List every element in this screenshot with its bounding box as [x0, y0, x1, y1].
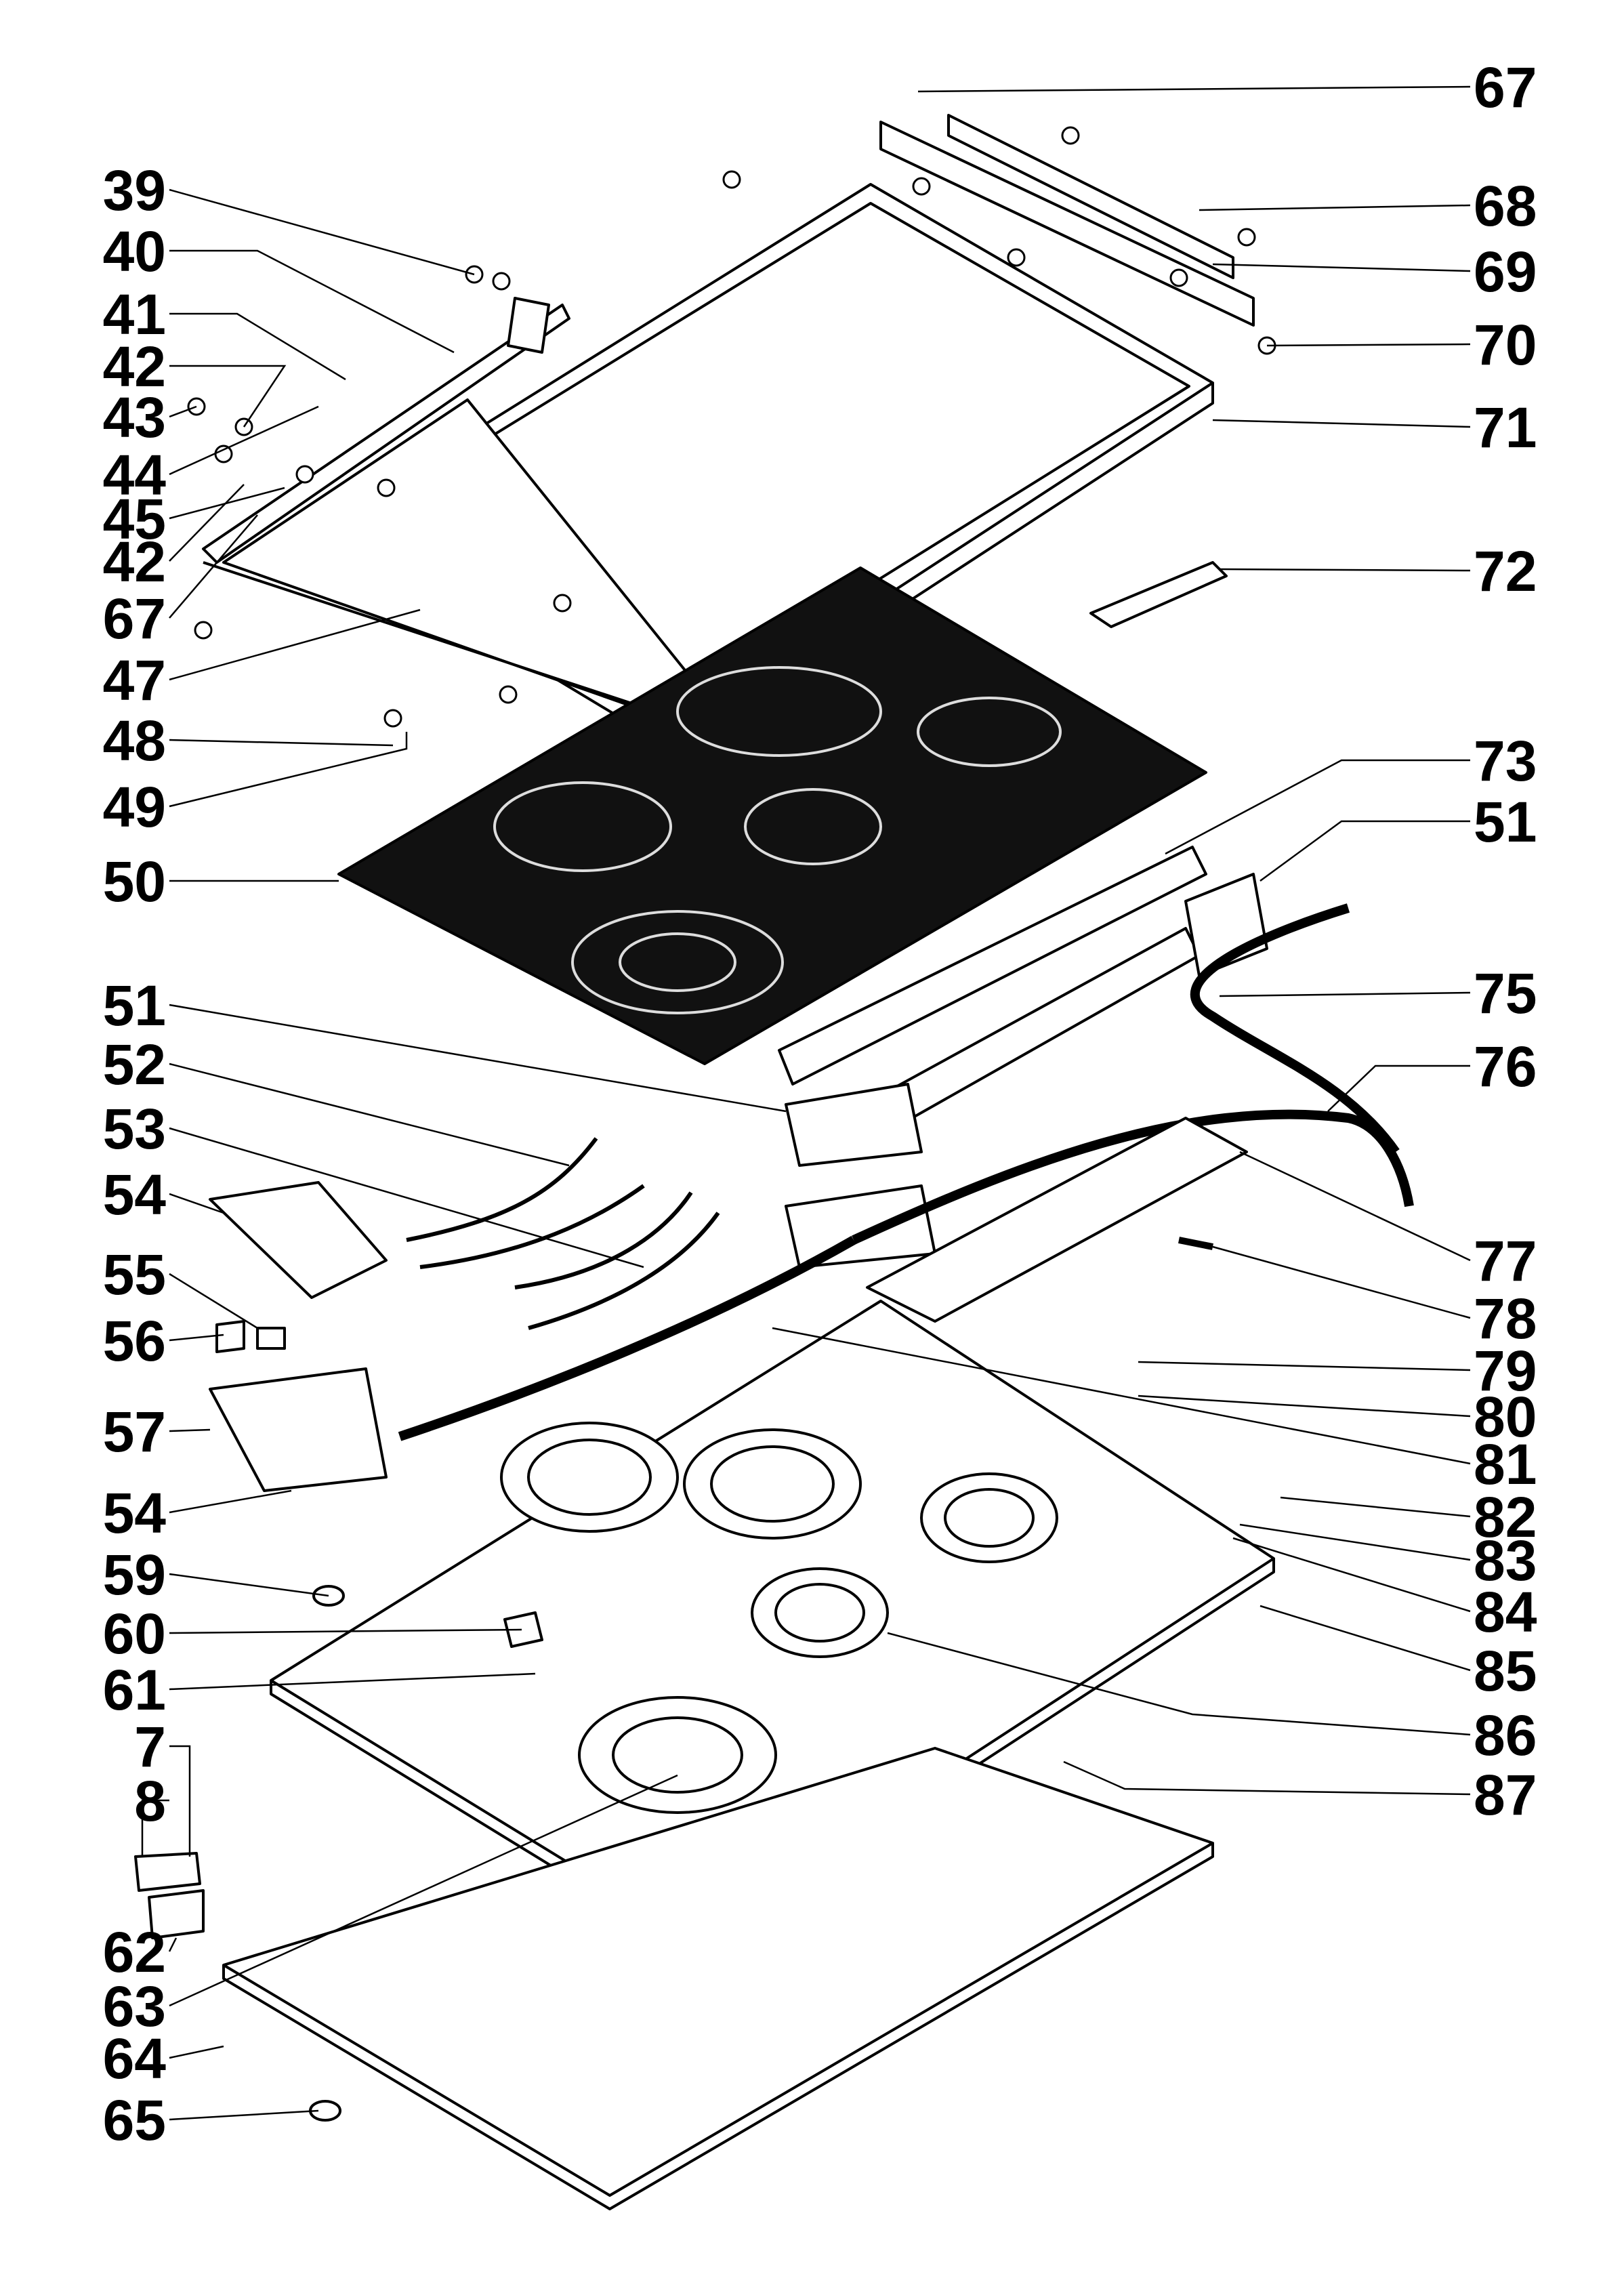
label-53: 53	[103, 1097, 166, 1161]
label-54b: 54	[103, 1481, 167, 1545]
label-48: 48	[103, 709, 166, 772]
label-71: 71	[1474, 396, 1537, 459]
label-39: 39	[103, 159, 166, 222]
switch-7-8	[134, 1852, 201, 1892]
label-64: 64	[103, 2027, 167, 2090]
label-76: 76	[1474, 1035, 1537, 1098]
bracket-62	[148, 1889, 205, 1939]
label-73: 73	[1474, 729, 1537, 793]
label-54: 54	[103, 1163, 167, 1226]
label-55: 55	[103, 1243, 166, 1306]
label-69: 69	[1474, 240, 1537, 304]
bottom-tray-64	[222, 1747, 1214, 2197]
control-board-77	[866, 1117, 1248, 1323]
label-51: 51	[103, 974, 166, 1037]
fasteners	[187, 126, 1276, 728]
scraper-72	[1089, 561, 1228, 628]
label-52: 52	[103, 1033, 166, 1096]
clip-56	[215, 1320, 245, 1353]
label-87: 87	[1474, 1763, 1537, 1827]
label-47: 47	[103, 648, 166, 712]
label-60: 60	[103, 1602, 166, 1666]
label-79: 79	[1474, 1339, 1537, 1403]
bracket-60	[503, 1611, 543, 1648]
label-77: 77	[1474, 1229, 1537, 1293]
label-51-right: 51	[1474, 790, 1537, 854]
label-56: 56	[103, 1309, 166, 1373]
labels-left: 39 40 41 42 43 44 45 42 67 47 48 49 50 5…	[103, 159, 167, 2152]
label-82: 82	[1474, 1485, 1537, 1549]
label-86: 86	[1474, 1703, 1537, 1767]
label-42b: 42	[103, 530, 166, 594]
label-85: 85	[1474, 1639, 1537, 1703]
label-61: 61	[103, 1658, 166, 1722]
label-67: 67	[103, 587, 166, 650]
label-80: 80	[1474, 1385, 1537, 1449]
label-45: 45	[103, 487, 166, 551]
label-8: 8	[134, 1769, 166, 1833]
cover-54	[209, 1181, 388, 1299]
label-84: 84	[1474, 1580, 1537, 1644]
left-trim	[202, 297, 720, 733]
right-trim	[879, 114, 1255, 327]
parts-drawing	[134, 114, 1414, 2210]
label-72: 72	[1474, 539, 1537, 603]
label-81: 81	[1474, 1432, 1537, 1496]
hotplates	[500, 1422, 1058, 1814]
label-68: 68	[1474, 174, 1537, 238]
bracket-55	[256, 1327, 286, 1350]
label-49: 49	[103, 775, 166, 839]
label-40: 40	[103, 220, 166, 283]
seals-73-51	[778, 846, 1268, 1268]
labels-right: 67 68 69 70 71 72 73 51 75 76 77 78 79 8…	[1474, 56, 1537, 1827]
label-83: 83	[1474, 1529, 1537, 1592]
leader-lines	[141, 85, 1471, 2121]
label-43: 43	[103, 386, 166, 449]
label-7: 7	[134, 1715, 166, 1779]
label-78: 78	[1474, 1287, 1537, 1350]
label-75: 75	[1474, 962, 1537, 1025]
label-63: 63	[103, 1975, 166, 2038]
label-50: 50	[103, 850, 166, 913]
glass-top-50	[337, 566, 1207, 1065]
label-67-right: 67	[1474, 56, 1537, 119]
label-57: 57	[103, 1400, 166, 1464]
harness-52	[406, 1137, 720, 1330]
label-65: 65	[103, 2088, 166, 2152]
label-42: 42	[103, 335, 166, 398]
label-70: 70	[1474, 313, 1537, 377]
label-41: 41	[103, 283, 166, 346]
cables	[398, 903, 1414, 1441]
label-62: 62	[103, 1920, 166, 1984]
terminal-block-57	[209, 1367, 388, 1492]
label-44: 44	[103, 443, 167, 507]
label-59: 59	[103, 1543, 166, 1607]
